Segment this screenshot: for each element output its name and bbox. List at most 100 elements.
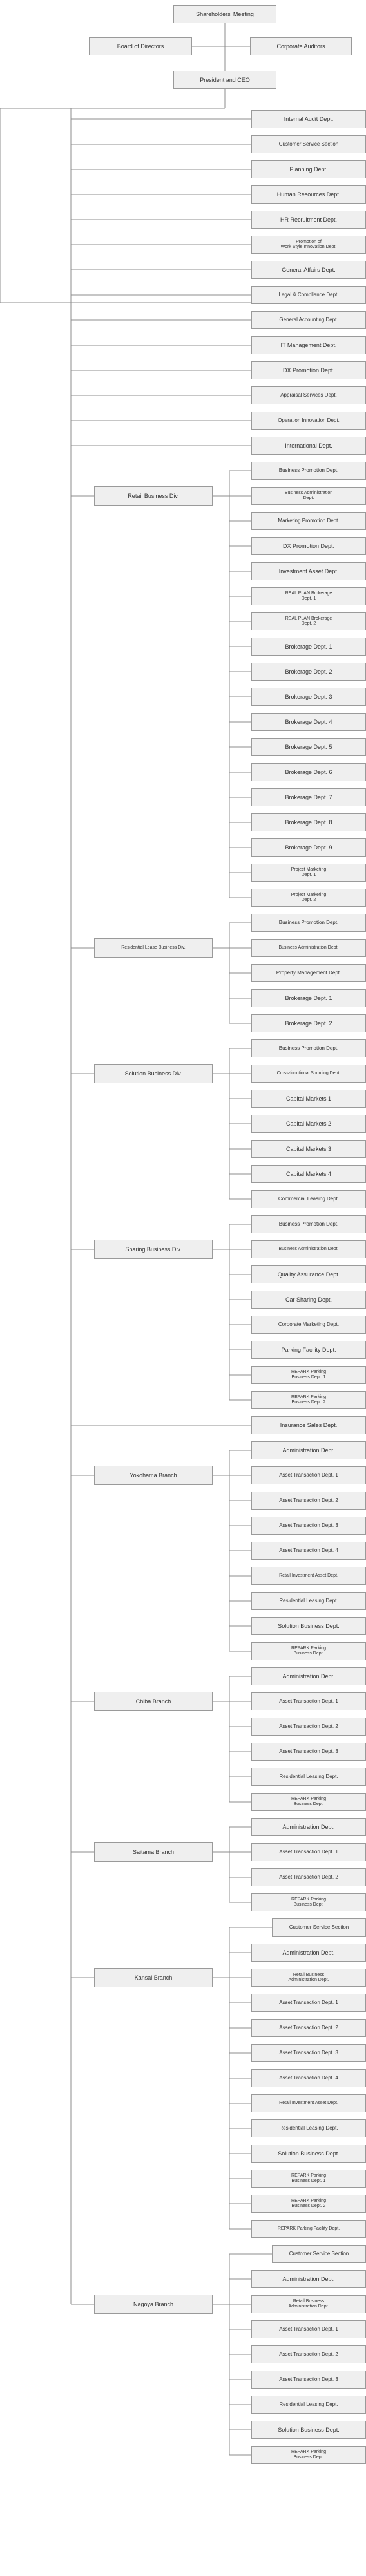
dept-box: REPARK Parking Business Dept. xyxy=(251,1642,366,1660)
dept-box: Brokerage Dept. 2 xyxy=(251,1014,366,1032)
dept-box: DX Promotion Dept. xyxy=(251,537,366,555)
dept-box: Operation Innovation Dept. xyxy=(251,412,366,430)
dept-box: Business Promotion Dept. xyxy=(251,1039,366,1057)
dept-box: Car Sharing Dept. xyxy=(251,1291,366,1309)
branch-box: Saitama Branch xyxy=(94,1842,213,1862)
dept-box: Residential Leasing Dept. xyxy=(251,2396,366,2414)
dept-box: Asset Transaction Dept. 2 xyxy=(251,1492,366,1510)
dept-box: Business Administration Dept. xyxy=(251,487,366,505)
division-box: Sharing Business Div. xyxy=(94,1240,213,1259)
dept-box: Asset Transaction Dept. 1 xyxy=(251,1692,366,1710)
dept-box: General Affairs Dept. xyxy=(251,261,366,279)
dept-box: Brokerage Dept. 1 xyxy=(251,989,366,1007)
dept-box: Parking Facility Dept. xyxy=(251,1341,366,1359)
dept-box: Project Marketing Dept. 2 xyxy=(251,889,366,907)
dept-box: Brokerage Dept. 4 xyxy=(251,713,366,731)
dept-box: Asset Transaction Dept. 3 xyxy=(251,2044,366,2062)
dept-box: Asset Transaction Dept. 2 xyxy=(251,2345,366,2363)
dept-box: REPARK Parking Business Dept. xyxy=(251,2446,366,2464)
branch-box: Chiba Branch xyxy=(94,1692,213,1711)
dept-box: Corporate Marketing Dept. xyxy=(251,1316,366,1334)
dept-box: HR Recruitment Dept. xyxy=(251,211,366,229)
dept-box: REPARK Parking Business Dept. xyxy=(251,1793,366,1811)
dept-box: Solution Business Dept. xyxy=(251,2145,366,2163)
dept-box: Capital Markets 3 xyxy=(251,1140,366,1158)
dept-box: Brokerage Dept. 5 xyxy=(251,738,366,756)
dept-box: Project Marketing Dept. 1 xyxy=(251,864,366,882)
dept-box: Asset Transaction Dept. 1 xyxy=(251,1994,366,2012)
board-of-directors-box: Board of Directors xyxy=(89,37,192,55)
dept-box: Administration Dept. xyxy=(251,1818,366,1836)
dept-box: Appraisal Services Dept. xyxy=(251,386,366,404)
dept-box: Administration Dept. xyxy=(251,1944,366,1962)
dept-box: Asset Transaction Dept. 4 xyxy=(251,2069,366,2087)
president-ceo-box: President and CEO xyxy=(173,71,276,89)
dept-box: REPARK Parking Business Dept. 1 xyxy=(251,2170,366,2188)
branch-box: Kansai Branch xyxy=(94,1968,213,1987)
dept-box: Retail Business Administration Dept. xyxy=(251,2295,366,2313)
dept-box: REPARK Parking Business Dept. xyxy=(251,1893,366,1911)
dept-box: REPARK Parking Business Dept. 1 xyxy=(251,1366,366,1384)
dept-box: Brokerage Dept. 7 xyxy=(251,788,366,806)
customer-service-section-box: Customer Service Section xyxy=(272,2245,366,2263)
dept-box: REAL PLAN Brokerage Dept. 2 xyxy=(251,612,366,630)
dept-box: Business Promotion Dept. xyxy=(251,914,366,932)
dept-box: REPARK Parking Business Dept. 2 xyxy=(251,2195,366,2213)
dept-box: Residential Leasing Dept. xyxy=(251,1592,366,1610)
dept-box: Asset Transaction Dept. 3 xyxy=(251,2371,366,2389)
branch-box: Nagoya Branch xyxy=(94,2295,213,2314)
shareholders-meeting-box: Shareholders' Meeting xyxy=(173,5,276,23)
dept-box: Asset Transaction Dept. 3 xyxy=(251,1517,366,1535)
branch-box: Yokohama Branch xyxy=(94,1466,213,1485)
dept-box: Commercial Leasing Dept. xyxy=(251,1190,366,1208)
dept-box: Asset Transaction Dept. 1 xyxy=(251,1466,366,1484)
dept-box: Property Management Dept. xyxy=(251,964,366,982)
dept-box: Residential Leasing Dept. xyxy=(251,2119,366,2137)
dept-box: Business Administration Dept. xyxy=(251,939,366,957)
dept-box: Capital Markets 4 xyxy=(251,1165,366,1183)
dept-box: Retail Investment Asset Dept. xyxy=(251,1567,366,1585)
dept-box: Asset Transaction Dept. 3 xyxy=(251,1743,366,1761)
division-box: Solution Business Div. xyxy=(94,1064,213,1083)
customer-service-section-box: Customer Service Section xyxy=(272,1918,366,1937)
dept-box: Customer Service Section xyxy=(251,135,366,153)
dept-box: Brokerage Dept. 8 xyxy=(251,813,366,831)
dept-box: Asset Transaction Dept. 2 xyxy=(251,1868,366,1886)
dept-box: Brokerage Dept. 1 xyxy=(251,638,366,656)
dept-box: Investment Asset Dept. xyxy=(251,562,366,580)
dept-box: Brokerage Dept. 9 xyxy=(251,838,366,857)
dept-box: Marketing Promotion Dept. xyxy=(251,512,366,530)
dept-box: Business Promotion Dept. xyxy=(251,1215,366,1233)
dept-box: Business Administration Dept. xyxy=(251,1240,366,1258)
dept-box: Administration Dept. xyxy=(251,1441,366,1459)
dept-box: Asset Transaction Dept. 1 xyxy=(251,1843,366,1861)
dept-box: REAL PLAN Brokerage Dept. 1 xyxy=(251,587,366,605)
dept-box: Planning Dept. xyxy=(251,160,366,178)
dept-box: Legal & Compliance Dept. xyxy=(251,286,366,304)
dept-box: General Accounting Dept. xyxy=(251,311,366,329)
insurance-sales-dept-box: Insurance Sales Dept. xyxy=(251,1416,366,1434)
dept-box: Administration Dept. xyxy=(251,1667,366,1685)
dept-box: Retail Business Administration Dept. xyxy=(251,1969,366,1987)
dept-box: Brokerage Dept. 3 xyxy=(251,688,366,706)
dept-box: Brokerage Dept. 2 xyxy=(251,663,366,681)
dept-box: Asset Transaction Dept. 4 xyxy=(251,1542,366,1560)
dept-box: International Dept. xyxy=(251,437,366,455)
dept-box: Brokerage Dept. 6 xyxy=(251,763,366,781)
dept-box: Business Promotion Dept. xyxy=(251,462,366,480)
dept-box: Internal Audit Dept. xyxy=(251,110,366,128)
dept-box: Quality Assurance Dept. xyxy=(251,1265,366,1283)
corporate-auditors-box: Corporate Auditors xyxy=(250,37,352,55)
dept-box: Retail Investment Asset Dept. xyxy=(251,2094,366,2112)
dept-box: Asset Transaction Dept. 2 xyxy=(251,1718,366,1736)
division-box: Residential Lease Business Div. xyxy=(94,938,213,958)
dept-box: Capital Markets 1 xyxy=(251,1090,366,1108)
dept-box: IT Management Dept. xyxy=(251,336,366,354)
dept-box: Asset Transaction Dept. 2 xyxy=(251,2019,366,2037)
dept-box: DX Promotion Dept. xyxy=(251,361,366,379)
dept-box: Residential Leasing Dept. xyxy=(251,1768,366,1786)
dept-box: REPARK Parking Facility Dept. xyxy=(251,2220,366,2238)
dept-box: REPARK Parking Business Dept. 2 xyxy=(251,1391,366,1409)
dept-box: Capital Markets 2 xyxy=(251,1115,366,1133)
